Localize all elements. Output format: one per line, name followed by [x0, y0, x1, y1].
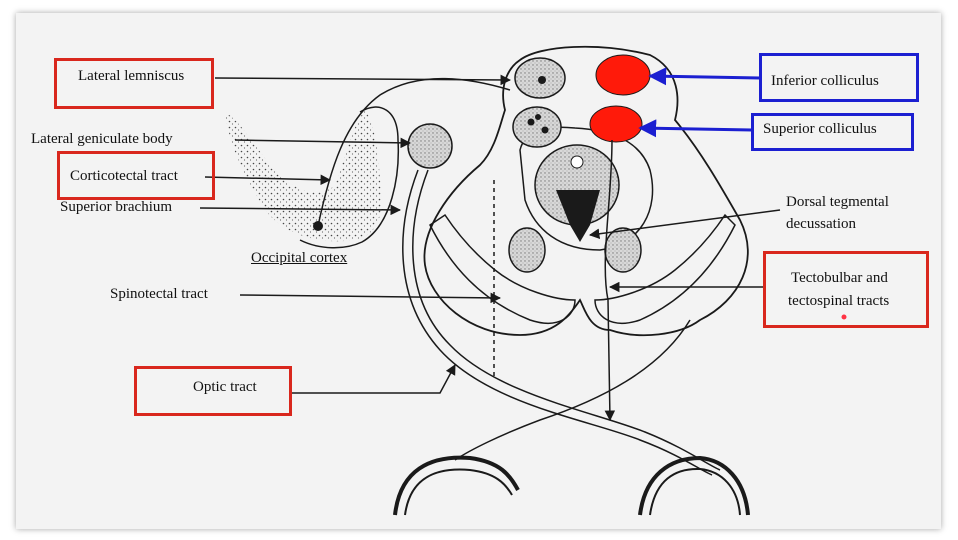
eye-left	[395, 458, 518, 515]
occipital-cortex-region	[225, 110, 382, 241]
label-optic-tract: Optic tract	[193, 379, 257, 396]
label-corticotectal-tract: Corticotectal tract	[70, 168, 178, 185]
slide-frame: Lateral lemniscus Lateral geniculate bod…	[16, 13, 941, 529]
red-nucleus-left	[509, 228, 545, 272]
label-spinotectal-tract: Spinotectal tract	[110, 286, 208, 303]
label-superior-colliculus: Superior colliculus	[763, 121, 877, 138]
label-dorsal-tegmental-1: Dorsal tegmental	[786, 194, 889, 211]
eye-left-inner	[405, 470, 512, 515]
label-occipital-cortex: Occipital cortex	[251, 250, 347, 267]
aqueduct	[571, 156, 583, 168]
superior-colliculus-left	[513, 107, 561, 147]
inferior-colliculus-right-shape	[596, 55, 650, 95]
label-inferior-colliculus: Inferior colliculus	[771, 73, 879, 90]
red-nucleus-right	[605, 228, 641, 272]
label-dorsal-tegmental-2: decussation	[786, 216, 856, 233]
label-tectobulbar-2: tectospinal tracts	[788, 293, 889, 310]
lateral-geniculate-body	[408, 124, 452, 168]
optic-tract-cross	[455, 320, 690, 460]
tectobulbar-box	[763, 251, 929, 328]
label-lateral-geniculate-body: Lateral geniculate body	[31, 131, 173, 148]
eye-right-inner	[650, 469, 740, 515]
superior-colliculus-right-shape	[590, 106, 642, 142]
label-tectobulbar-1: Tectobulbar and	[791, 270, 888, 287]
crus-left	[430, 215, 575, 323]
cortex-dot	[313, 221, 323, 231]
label-lateral-lemniscus: Lateral lemniscus	[78, 68, 184, 85]
label-superior-brachium: Superior brachium	[60, 199, 172, 216]
